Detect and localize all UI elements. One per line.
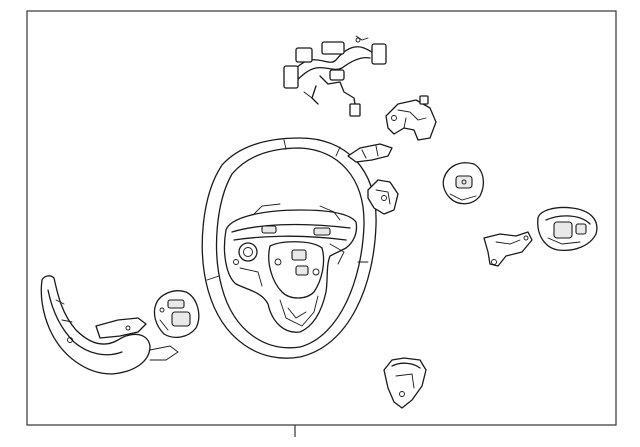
upper-bracket[interactable] xyxy=(385,95,437,141)
lower-bezel[interactable] xyxy=(383,357,427,409)
right-switch-large[interactable] xyxy=(537,206,598,252)
side-bracket[interactable] xyxy=(483,231,533,267)
steering-wheel[interactable] xyxy=(201,137,377,359)
left-bezel[interactable] xyxy=(40,275,179,375)
diagram-frame xyxy=(26,10,617,426)
small-clip[interactable] xyxy=(347,143,393,163)
wiring-harness[interactable] xyxy=(283,35,387,117)
left-switch[interactable] xyxy=(153,290,200,339)
center-bracket[interactable] xyxy=(367,179,399,215)
right-switch-small[interactable] xyxy=(442,162,485,205)
